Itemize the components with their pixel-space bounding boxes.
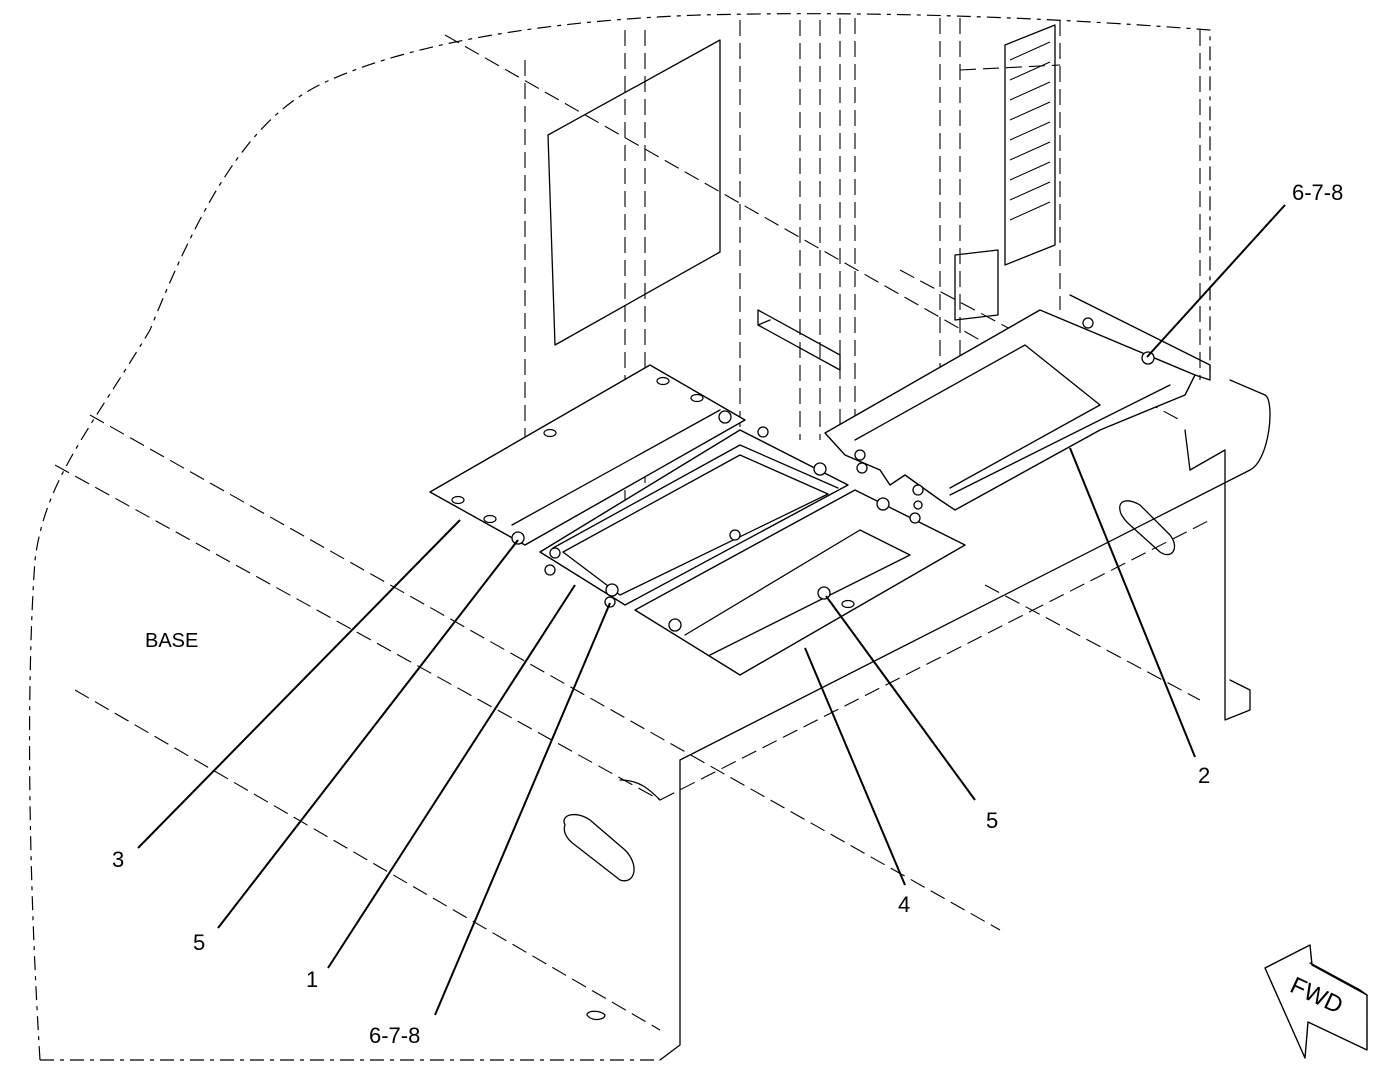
- forward-arrow-icon: FWD: [1264, 944, 1368, 1059]
- base-frame: [563, 379, 1271, 1061]
- plate-1: [539, 426, 849, 608]
- callout-1: 1: [306, 967, 318, 992]
- callout-6-7-8-bottom: 6-7-8: [369, 1023, 420, 1048]
- enclosure-panels: [547, 24, 1056, 371]
- callout-5-right: 5: [986, 808, 998, 833]
- phantom-outline: [28, 13, 1211, 1061]
- callout-6-7-8-top: 6-7-8: [1292, 180, 1343, 205]
- callout-2: 2: [1198, 763, 1210, 788]
- base-label: BASE: [145, 630, 198, 652]
- leader-lines: [137, 204, 1286, 1016]
- plate-3: [429, 364, 746, 546]
- plate-4: [634, 489, 966, 676]
- plate-2: [824, 294, 1211, 511]
- callout-4: 4: [898, 892, 910, 917]
- callouts: 6-7-8 2 3 5 1 6-7-8 4 5 BASE: [112, 180, 1343, 1048]
- callout-3: 3: [112, 847, 124, 872]
- callout-5-left: 5: [193, 930, 205, 955]
